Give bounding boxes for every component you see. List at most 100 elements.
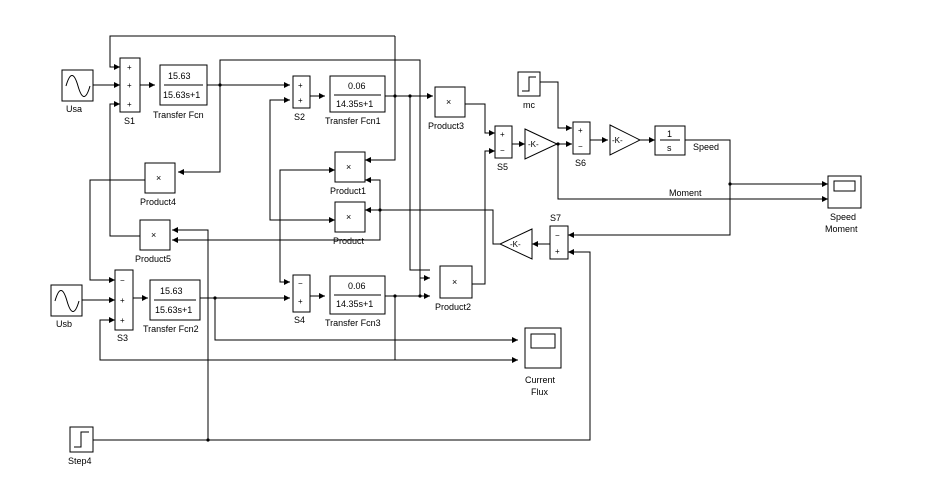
wire-s4-fb — [279, 169, 335, 283]
integrator-num: 1 — [667, 129, 672, 139]
product1-block[interactable]: × Product1 — [330, 151, 366, 196]
svg-text:−: − — [120, 276, 125, 285]
current-flux-scope[interactable]: Current Flux — [524, 327, 562, 397]
s5-label: S5 — [497, 162, 508, 172]
s1-label: S1 — [124, 116, 135, 126]
tf-label: Transfer Fcn — [153, 110, 204, 120]
times-icon: × — [446, 97, 451, 107]
svg-text:+: + — [298, 81, 303, 90]
svg-text:+: + — [298, 96, 303, 105]
speed-signal-label: Speed — [693, 142, 719, 152]
mc-label: mc — [523, 100, 535, 110]
tf-num: 15.63 — [168, 71, 191, 81]
svg-text:+: + — [120, 296, 125, 305]
tf2-block[interactable]: 15.63 15.63s+1 Transfer Fcn2 — [143, 279, 201, 334]
tf2-num: 15.63 — [160, 286, 183, 296]
svg-text:+: + — [500, 130, 505, 139]
product5-block[interactable]: × Product5 — [135, 219, 171, 264]
s3-block[interactable]: − + + S3 — [114, 269, 134, 343]
product-block[interactable]: × Product — [333, 201, 366, 246]
wire-s2-fb — [269, 99, 335, 221]
gain2-label: -K- — [612, 136, 623, 145]
svg-text:−: − — [298, 279, 303, 288]
svg-text:+: + — [555, 247, 560, 256]
wire-p2-s5 — [472, 150, 495, 285]
svg-text:−: − — [500, 146, 505, 155]
svg-text:+: + — [578, 126, 583, 135]
wire-step4 — [93, 251, 591, 441]
s2-label: S2 — [294, 112, 305, 122]
svg-text:+: + — [127, 63, 132, 72]
product-label: Product — [333, 236, 365, 246]
step4-block[interactable]: Step4 — [68, 426, 94, 466]
usa-label: Usa — [66, 104, 82, 114]
times-icon: × — [346, 162, 351, 172]
usa-block[interactable]: Usa — [61, 69, 94, 114]
wire-speed-s7 — [568, 184, 731, 236]
s5-block[interactable]: + − S5 — [494, 125, 513, 172]
wire-feedback-s1-top — [109, 35, 395, 68]
gain2-block[interactable]: -K- — [609, 124, 642, 156]
speed-moment-scope[interactable]: Speed Moment — [825, 175, 862, 234]
step-icon — [522, 76, 536, 92]
s6-block[interactable]: + − S6 — [572, 121, 591, 168]
gain1-block[interactable]: -K- — [524, 128, 559, 160]
s1-block[interactable]: + + + S1 — [119, 57, 141, 126]
svg-text:+: + — [127, 100, 132, 109]
wire-k3-p1 — [365, 179, 381, 210]
svg-text:+: + — [298, 297, 303, 306]
times-icon: × — [156, 173, 161, 183]
step-icon — [74, 431, 89, 448]
moment-signal-label: Moment — [669, 188, 702, 198]
tf2-label: Transfer Fcn2 — [143, 324, 199, 334]
wire-tf3-scope — [99, 296, 396, 361]
gain1-label: -K- — [528, 140, 539, 149]
product4-block[interactable]: × Product4 — [140, 162, 176, 207]
product3-label: Product3 — [428, 121, 464, 131]
wire-mc-s6 — [540, 81, 572, 129]
times-icon: × — [346, 212, 351, 222]
product2-block[interactable]: × Product2 — [435, 265, 473, 312]
product4-label: Product4 — [140, 197, 176, 207]
gain3-label: -K- — [510, 240, 521, 249]
step4-label: Step4 — [68, 456, 92, 466]
wire-p4-s3 — [89, 179, 145, 281]
product3-block[interactable]: × Product3 — [428, 86, 466, 131]
s7-block[interactable]: − + S7 — [549, 213, 569, 260]
svg-text:+: + — [120, 316, 125, 325]
tf3-label: Transfer Fcn3 — [325, 318, 381, 328]
s7-label: S7 — [550, 213, 561, 223]
s4-block[interactable]: − + S4 — [292, 274, 311, 325]
times-icon: × — [452, 277, 457, 287]
tf-den: 15.63s+1 — [163, 90, 200, 100]
mc-block[interactable]: mc — [517, 71, 541, 110]
tf3-den: 14.35s+1 — [336, 299, 373, 309]
tf-block[interactable]: 15.63 15.63s+1 Transfer Fcn — [153, 64, 208, 120]
tf3-block[interactable]: 0.06 14.35s+1 Transfer Fcn3 — [325, 275, 386, 328]
gain3-block[interactable]: -K- — [498, 228, 533, 260]
wire-tf1-down — [409, 96, 430, 271]
scope1-label-1: Speed — [830, 212, 856, 222]
s2-block[interactable]: + + S2 — [292, 75, 311, 122]
product2-label: Product2 — [435, 302, 471, 312]
scope2-label-2: Flux — [531, 387, 549, 397]
usb-block[interactable]: Usb — [50, 284, 83, 329]
s4-label: S4 — [294, 315, 305, 325]
tf3-num: 0.06 — [348, 281, 366, 291]
tf1-den: 14.35s+1 — [336, 99, 373, 109]
junctions — [206, 83, 732, 442]
svg-text:−: − — [555, 231, 560, 240]
tf1-label: Transfer Fcn1 — [325, 116, 381, 126]
integrator-den: s — [667, 143, 672, 153]
svg-text:−: − — [578, 142, 583, 151]
s3-label: S3 — [117, 333, 128, 343]
usb-label: Usb — [56, 319, 72, 329]
wire-speed — [685, 139, 828, 185]
wire-tf2-down — [214, 298, 518, 341]
tf1-block[interactable]: 0.06 14.35s+1 Transfer Fcn1 — [325, 75, 386, 126]
wire-moment — [557, 144, 828, 200]
integrator-block[interactable]: 1 s — [654, 125, 686, 156]
tf1-num: 0.06 — [348, 81, 366, 91]
wire-tf-product4 — [178, 85, 221, 173]
